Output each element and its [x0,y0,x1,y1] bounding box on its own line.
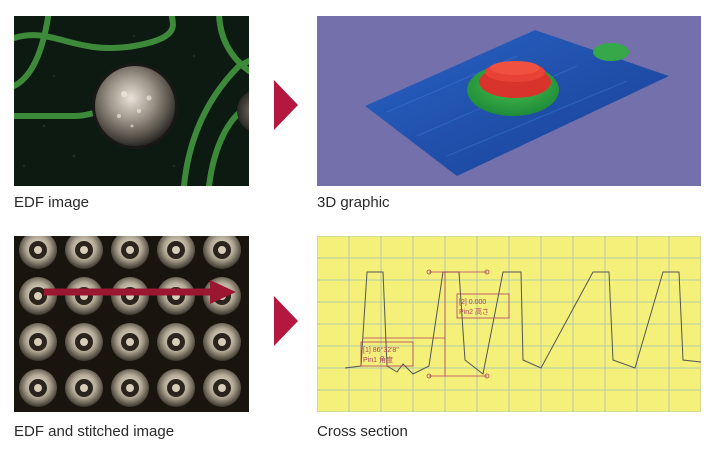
solder-pad-center [80,246,88,254]
solder-pad-center [80,338,88,346]
caption-cross-section: Cross section [317,423,408,440]
arrow-right-icon [274,80,298,130]
arrow-right-icon [274,296,298,346]
solder-pad-center [218,384,226,392]
solder-pad-center [34,246,42,254]
3d-surface-render [317,16,701,186]
solder-pad-center [172,384,180,392]
annotation-height-value: [2] 0.000 [459,299,486,306]
measurement-overlay [360,269,510,379]
small-bump [593,43,629,61]
solder-ball [95,66,175,146]
solder-pad-center [126,384,134,392]
solder-pad-center [218,246,226,254]
cross-section-panel: [1] 86°32'8" Pin1 角度 [2] 0.000 Pin2 高さ [317,236,701,412]
solder-pad-center [172,246,180,254]
caption-3d-graphic: 3D graphic [317,194,390,211]
solder-pad-center [34,338,42,346]
caption-edf-image: EDF image [14,194,90,211]
edf-image-panel [14,16,249,186]
partial-solder-ball [237,91,249,131]
solder-pad-center [126,338,134,346]
stitch-arrow-head [210,280,236,304]
solder-pad-center [218,338,226,346]
solder-pad-center [172,338,180,346]
cross-section-graph: [1] 86°32'8" Pin1 角度 [2] 0.000 Pin2 高さ [317,236,701,412]
caption-edf-stitched: EDF and stitched image [14,423,175,440]
solder-pad-center [126,246,134,254]
solder-pad-center [80,384,88,392]
annotation-angle-value: [1] 86°32'8" [363,346,399,354]
annotation-angle-label: Pin1 角度 [363,355,393,364]
stitched-grid-image [14,236,249,412]
edf-stitched-panel [14,236,249,412]
solder-pad-center [34,384,42,392]
annotation-height-label: Pin2 高さ [459,307,489,316]
3d-graphic-panel [317,16,701,186]
edf-pcb-image [14,16,249,186]
solder-pad-center [34,292,42,300]
